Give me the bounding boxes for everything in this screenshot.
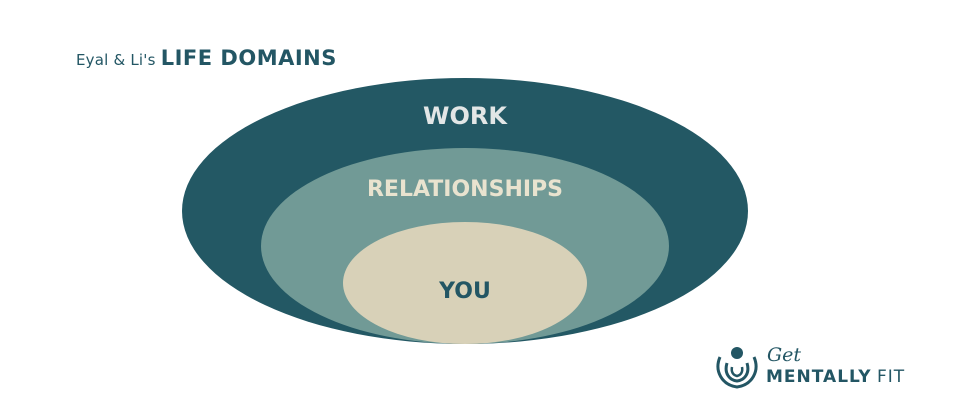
page-title: Eyal & Li's LIFE DOMAINS: [76, 46, 337, 70]
ring-you: YOU: [343, 222, 587, 344]
title-main: LIFE DOMAINS: [160, 46, 337, 70]
ring-you-shape: [343, 222, 587, 344]
logo-text-get: Get: [767, 344, 802, 366]
logo-text-fit: FIT: [876, 367, 906, 387]
logo-text-mentally: MENTALLY: [766, 367, 872, 387]
logo-text: MENTALLY FIT: [766, 367, 905, 387]
ring-relationships-label: RELATIONSHIPS: [367, 177, 563, 202]
title-prefix: Eyal & Li's: [76, 51, 156, 69]
mentally-fit-logo-icon: [716, 347, 758, 389]
ring-work-label: WORK: [423, 102, 508, 130]
ring-you-label: YOU: [438, 279, 491, 304]
